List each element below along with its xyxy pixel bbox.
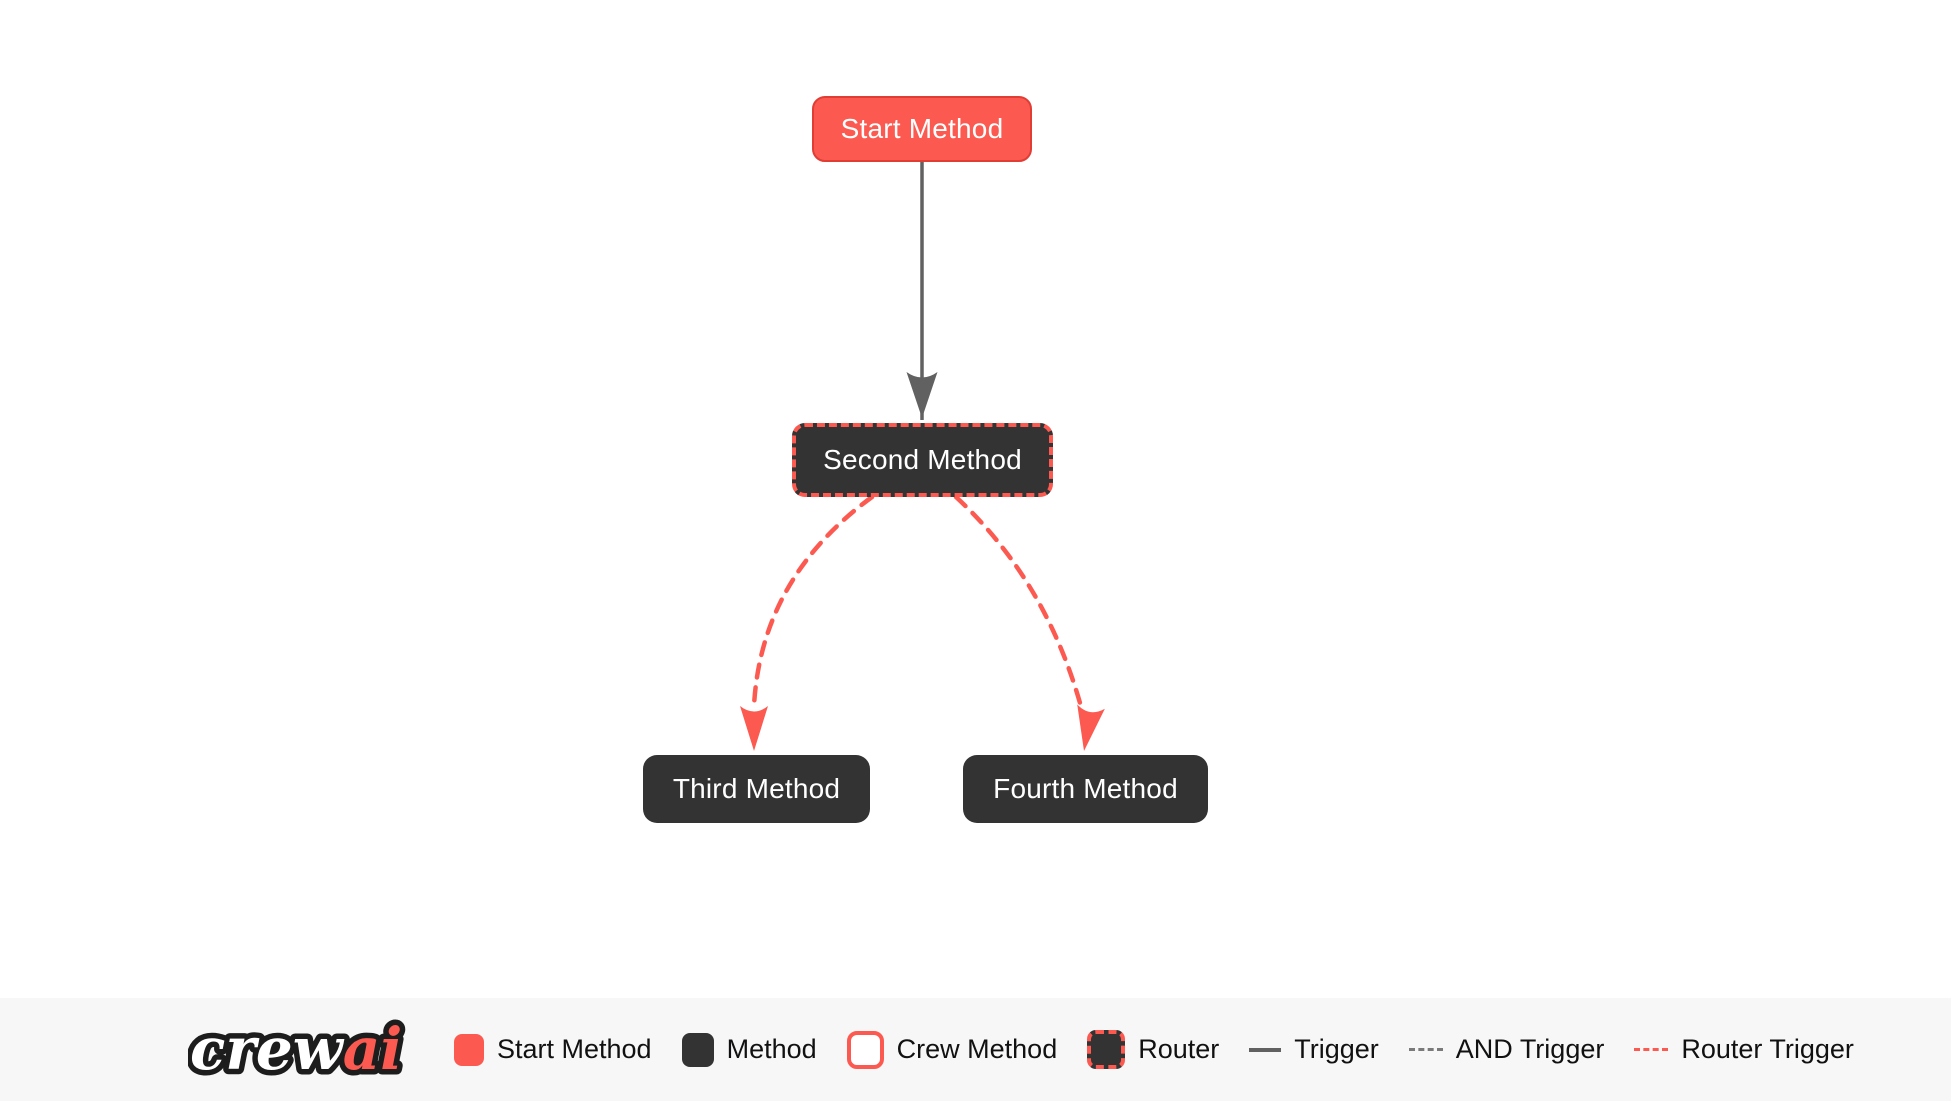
edge-router-trigger-second-to-third [740, 494, 875, 751]
node-third-method[interactable]: Third Method [643, 755, 870, 823]
legend-label-trigger: Trigger [1294, 1034, 1379, 1064]
svg-text:crewai: crewai [190, 1015, 402, 1083]
legend-item-trigger: Trigger [1249, 1034, 1379, 1065]
crew-method-swatch [846, 1030, 884, 1069]
legend-item-method: Method [681, 1032, 817, 1067]
legend-item-start-method: Start Method [454, 1033, 652, 1066]
legend-label-router: Router [1138, 1034, 1220, 1064]
method-swatch [681, 1032, 714, 1067]
crewai-logo: crewai crewai crewai [188, 1007, 410, 1092]
legend-item-router-trigger: Router Trigger [1634, 1034, 1854, 1065]
node-second-method-router[interactable]: Second Method [792, 423, 1053, 497]
start-method-swatch [454, 1033, 484, 1066]
legend-item-router: Router [1087, 1030, 1219, 1069]
node-third-method-label: Third Method [672, 773, 841, 804]
node-fourth-method-label: Fourth Method [993, 773, 1178, 804]
and-trigger-line-swatch [1408, 1048, 1443, 1051]
legend-label-and-trigger: AND Trigger [1455, 1034, 1605, 1064]
legend-item-and-trigger: AND Trigger [1408, 1034, 1605, 1065]
node-start-method[interactable]: Start Method [812, 96, 1032, 162]
legend-label-start-method: Start Method [497, 1034, 652, 1064]
svg-text:crewai: crewai [190, 1015, 402, 1083]
legend-bar: crewai crewai crewai Start Method Method… [0, 998, 1951, 1101]
router-trigger-line-swatch [1634, 1048, 1669, 1051]
legend-label-method: Method [726, 1034, 817, 1064]
legend-label-crew-method: Crew Method [896, 1034, 1058, 1064]
trigger-line-swatch [1249, 1047, 1282, 1052]
crewai-logo-text: crewai [190, 1015, 402, 1083]
node-start-method-label: Start Method [840, 113, 1004, 144]
legend-label-router-trigger: Router Trigger [1681, 1034, 1854, 1064]
node-second-method-label: Second Method [823, 444, 1022, 475]
router-swatch [1087, 1030, 1126, 1069]
node-fourth-method[interactable]: Fourth Method [963, 755, 1208, 823]
legend-item-crew-method: Crew Method [846, 1030, 1058, 1069]
edge-router-trigger-second-to-fourth [953, 494, 1105, 751]
edge-trigger-start-to-second [906, 162, 938, 420]
